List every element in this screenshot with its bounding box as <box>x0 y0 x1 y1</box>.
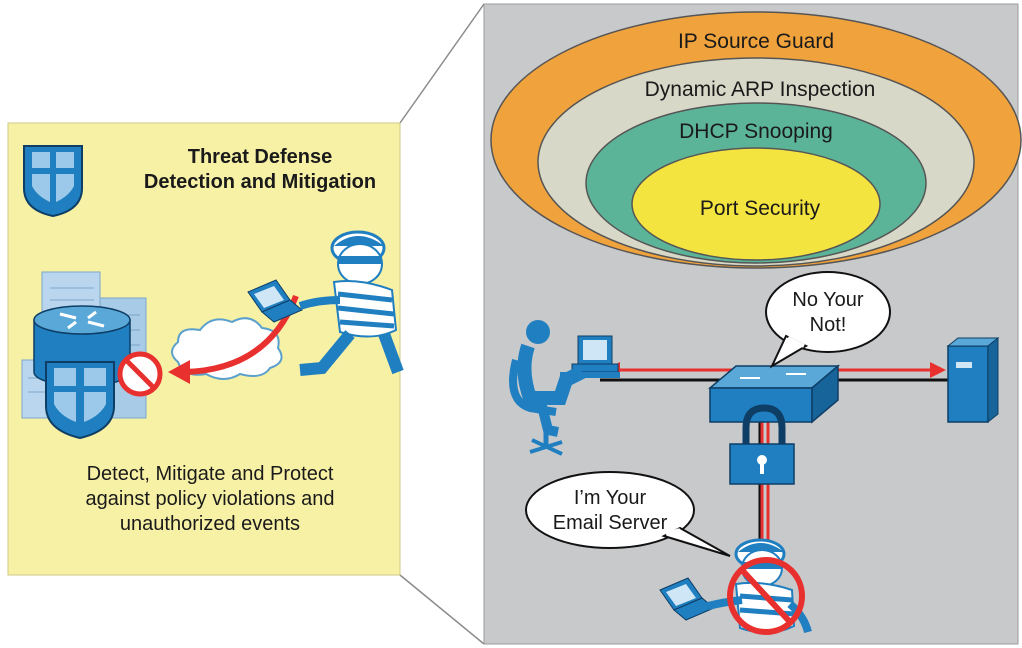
layer-port-security <box>631 147 881 261</box>
router-shield-icon <box>45 361 115 440</box>
switch-bubble-line-2: Not! <box>809 314 847 336</box>
security-layers: IP Source Guard Dynamic ARP Inspection D… <box>490 11 1022 269</box>
workstation-icon <box>509 320 620 456</box>
server-icon <box>946 336 1000 424</box>
description-line-2: against policy violations and <box>85 488 335 510</box>
attack-arrow-head <box>168 360 190 384</box>
zoom-line-top <box>399 3 485 124</box>
speech-bubble-switch <box>765 271 891 369</box>
layer-label-ip-source-guard: IP Source Guard <box>678 30 834 53</box>
layer-label-dynamic-arp: Dynamic ARP Inspection <box>645 78 876 101</box>
speech-bubble-attacker <box>525 471 731 557</box>
description-line-1: Detect, Mitigate and Protect <box>86 463 334 485</box>
left-panel-description: Detect, Mitigate and Protect against pol… <box>20 462 400 537</box>
switch-bubble-line-1: No Your <box>792 289 864 311</box>
attacker-bubble-line-1: I’m Your <box>573 487 647 509</box>
description-line-3: unauthorized events <box>119 513 301 535</box>
switch-icon <box>707 364 841 424</box>
attacker-bubble-line-2: Email Server <box>552 512 668 534</box>
title-line-1: Threat Defense <box>187 146 333 168</box>
zoom-line-bottom <box>399 574 485 645</box>
padlock-icon <box>729 404 795 485</box>
laptop-icon <box>247 279 303 323</box>
hacker-icon <box>298 230 404 376</box>
shield-icon <box>23 145 83 218</box>
prohibition-icon <box>117 351 163 397</box>
attacker-bubble-text: I’m Your Email Server <box>530 486 690 536</box>
title-line-2: Detection and Mitigation <box>143 171 377 193</box>
layer-label-port-security: Port Security <box>700 197 821 220</box>
switch-bubble-text: No Your Not! <box>778 288 878 338</box>
layer-label-dhcp-snooping: DHCP Snooping <box>679 120 833 143</box>
attacker-prohibition-icon <box>727 557 805 635</box>
left-panel-title: Threat Defense Detection and Mitigation <box>110 145 410 195</box>
